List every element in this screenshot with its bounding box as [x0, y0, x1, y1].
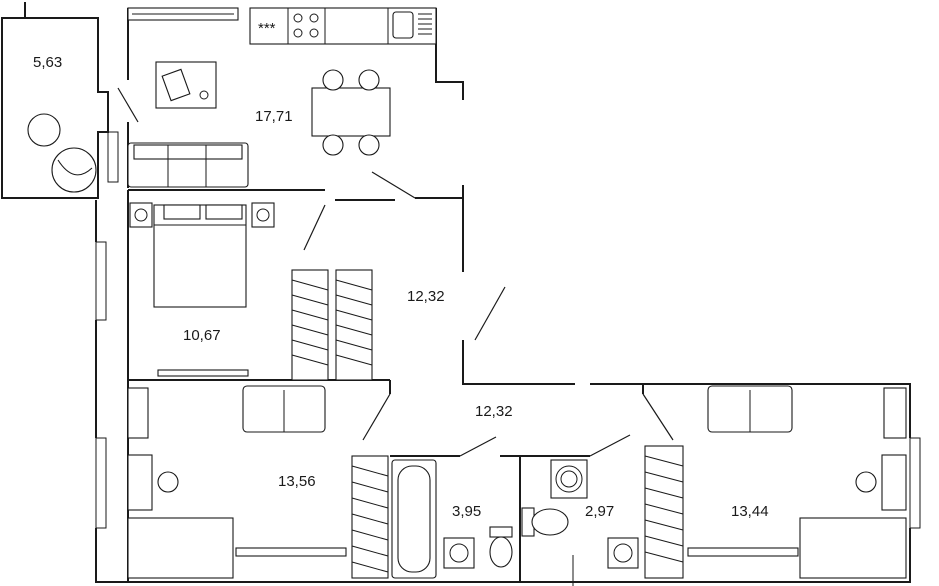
bathroom-sink — [443, 537, 475, 569]
wc-door — [589, 434, 631, 457]
area-bathroom: 3,95 — [452, 503, 481, 520]
double-bed — [153, 204, 247, 308]
desk-right — [855, 454, 907, 511]
area-balcony: 5,63 — [33, 54, 62, 71]
single-bed-right — [799, 517, 907, 579]
kitchen-door — [371, 171, 416, 199]
shelf — [157, 369, 249, 377]
area-bedroom-right: 13,44 — [731, 503, 769, 520]
area-kitchen-living: 17,71 — [255, 108, 293, 125]
shelf-left — [235, 547, 347, 557]
bookshelf-left — [127, 387, 149, 439]
washing-machine — [550, 459, 588, 499]
sofa-right-bedroom — [707, 385, 793, 433]
single-bed-left — [127, 517, 234, 579]
area-bedroom-main: 10,67 — [183, 327, 221, 344]
nightstands — [129, 202, 275, 228]
area-corridor: 12,32 — [475, 403, 513, 420]
stove: *** — [258, 13, 319, 38]
bathroom-door — [459, 436, 497, 457]
round-table — [27, 113, 61, 147]
armchair — [51, 147, 97, 193]
area-wc: 2,97 — [585, 503, 614, 520]
entrance-door — [474, 286, 506, 341]
stove-indicator: *** — [258, 20, 276, 37]
dining-table — [311, 69, 391, 156]
shelf-right — [687, 547, 799, 557]
bedroom-left-door — [362, 393, 391, 441]
bookshelf-right — [883, 387, 907, 439]
coffee-table — [155, 61, 217, 109]
bathroom-toilet — [489, 526, 513, 568]
sofa-left-bedroom — [242, 385, 326, 433]
bedroom-right-door — [642, 393, 674, 441]
wardrobe-left — [351, 455, 389, 579]
wardrobe-right — [644, 445, 684, 579]
wc-sink — [607, 537, 639, 569]
kitchen-counter — [127, 7, 437, 45]
wc-toilet — [521, 507, 569, 537]
bathtub — [391, 459, 437, 579]
area-bedroom-left: 13,56 — [278, 473, 316, 490]
desk-left — [127, 454, 179, 511]
sofa-living — [127, 142, 249, 188]
balcony — [1, 2, 139, 199]
balcony-door — [117, 87, 139, 123]
area-hallway: 12,32 — [407, 288, 445, 305]
kitchen-sink — [392, 11, 432, 39]
wardrobe-hallway — [291, 269, 373, 381]
bedroom-main-door — [303, 204, 326, 251]
